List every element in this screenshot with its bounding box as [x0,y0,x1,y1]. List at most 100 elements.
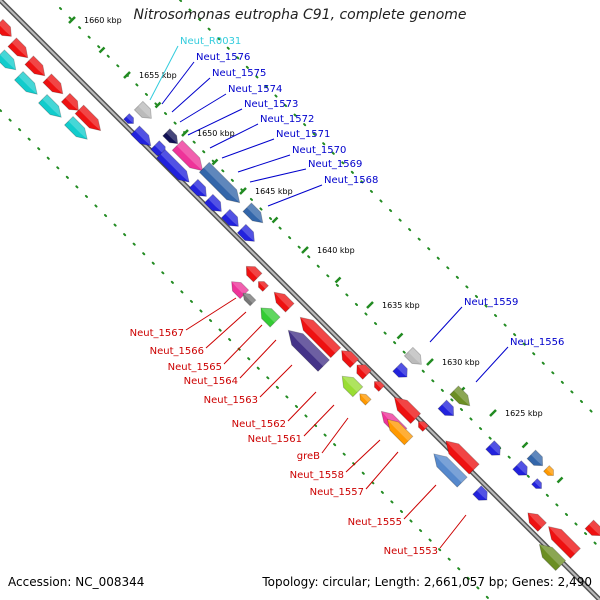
scale-tick [489,409,497,417]
gene-arrow [386,418,414,446]
leader-line [287,391,317,422]
gene-arrow [287,329,330,372]
scale-tick-label: 1640 kbp [317,246,355,255]
gene-labels: Neut_R0031Neut_1576Neut_1575Neut_1574Neu… [130,36,565,557]
gene-arrow [538,543,567,572]
scale-tick-label: 1630 kbp [442,358,480,367]
leader-line [403,484,437,520]
scale-tick [301,246,309,254]
gene-label-neut_1569: Neut_1569 [308,159,362,170]
leader-line [205,311,247,349]
gene-arrow [472,485,488,501]
gene-arrow [531,478,542,489]
gene-label-neut_1559: Neut_1559 [464,297,518,308]
gene-arrow [74,104,102,132]
leader-line [185,297,237,331]
gene-arrow [0,18,12,37]
minor-tick [98,46,106,54]
gene-arrow [433,453,468,488]
gene-label-neut_1568: Neut_1568 [324,175,378,186]
gene-arrow [130,125,152,147]
gene-arrow [133,100,152,119]
gene-arrow [527,512,547,532]
minor-tick [396,332,404,340]
scale-tick-label: 1650 kbp [197,129,235,138]
leader-line [179,93,227,123]
gene-label-neut_1571: Neut_1571 [276,129,330,140]
leader-line [303,404,335,437]
leader-line [161,61,195,105]
leader-line [187,108,243,136]
gene-arrow [512,460,528,476]
leader-line [249,168,307,183]
leader-line [321,417,349,454]
minor-tick [271,216,279,224]
leader-line [171,77,211,113]
gene-arrow [203,193,222,212]
leader-line [475,346,509,383]
gene-arrow [0,49,17,71]
gene-arrow [162,128,179,145]
minor-tick [521,441,529,449]
gene-label-greb: greB [297,451,320,462]
gene-label-neut_1555: Neut_1555 [348,517,402,528]
scale-ticks: 1660 kbp 1655 kbp 1650 kbp 1645 kbp 1640 kbp… [68,16,564,484]
scale-tick [123,71,131,79]
gene-arrow [171,139,204,172]
leader-line [239,339,277,379]
gene-label-neut_1567: Neut_1567 [130,328,184,339]
gene-label-neut_1564: Neut_1564 [184,376,238,387]
leader-line [429,306,463,343]
leader-line [209,123,259,149]
scale-tick-label: 1660 kbp [84,16,122,25]
gene-arrow [7,37,29,59]
gene-arrow [485,440,501,456]
gene-arrow [449,385,471,407]
gene-arrow [437,399,455,417]
gene-arrow [60,92,79,111]
gene-arrow [242,292,257,307]
gene-arrow [63,115,88,140]
leader-line [365,451,399,490]
leader-line [221,138,275,159]
leader-line [237,154,291,173]
scale-tick [426,358,434,366]
gene-arrow [356,364,372,380]
gene-label-neut_1574: Neut_1574 [228,84,282,95]
gene-arrow [260,307,281,328]
map-title: Nitrosomonas eutropha C91, complete geno… [133,7,467,23]
gene-arrow [445,440,480,475]
gene-label-neut_r0031: Neut_R0031 [180,36,241,47]
gene-arrow [236,223,255,242]
gene-label-neut_1573: Neut_1573 [244,99,298,110]
gene-arrow [24,55,46,77]
gene-label-neut_1572: Neut_1572 [260,114,314,125]
minor-tick [334,276,342,284]
minor-tick [556,476,564,484]
gene-arrow [374,381,385,392]
leader-line [149,45,179,101]
scale-tick-label: 1625 kbp [505,409,543,418]
scale-tick [239,187,247,195]
gene-label-neut_1563: Neut_1563 [204,395,258,406]
genome-stats-text: Topology: circular; Length: 2,661,057 bp… [262,575,592,589]
gene-label-neut_1561: Neut_1561 [248,434,302,445]
scale-tick-label: 1655 kbp [139,71,177,80]
gene-arrow [543,465,554,476]
scale-tick-label: 1645 kbp [255,187,293,196]
leader-line [439,514,467,549]
gene-features [0,18,600,572]
gene-arrow [392,362,408,378]
scale-tick-label: 1635 kbp [382,301,420,310]
gene-arrow [273,291,295,313]
gene-arrow [123,113,134,124]
gene-arrow [13,70,38,95]
gene-arrow [156,149,190,183]
gene-arrow [341,375,364,398]
leader-line [259,364,293,398]
leader-line [345,439,381,473]
gene-arrow [418,421,429,432]
